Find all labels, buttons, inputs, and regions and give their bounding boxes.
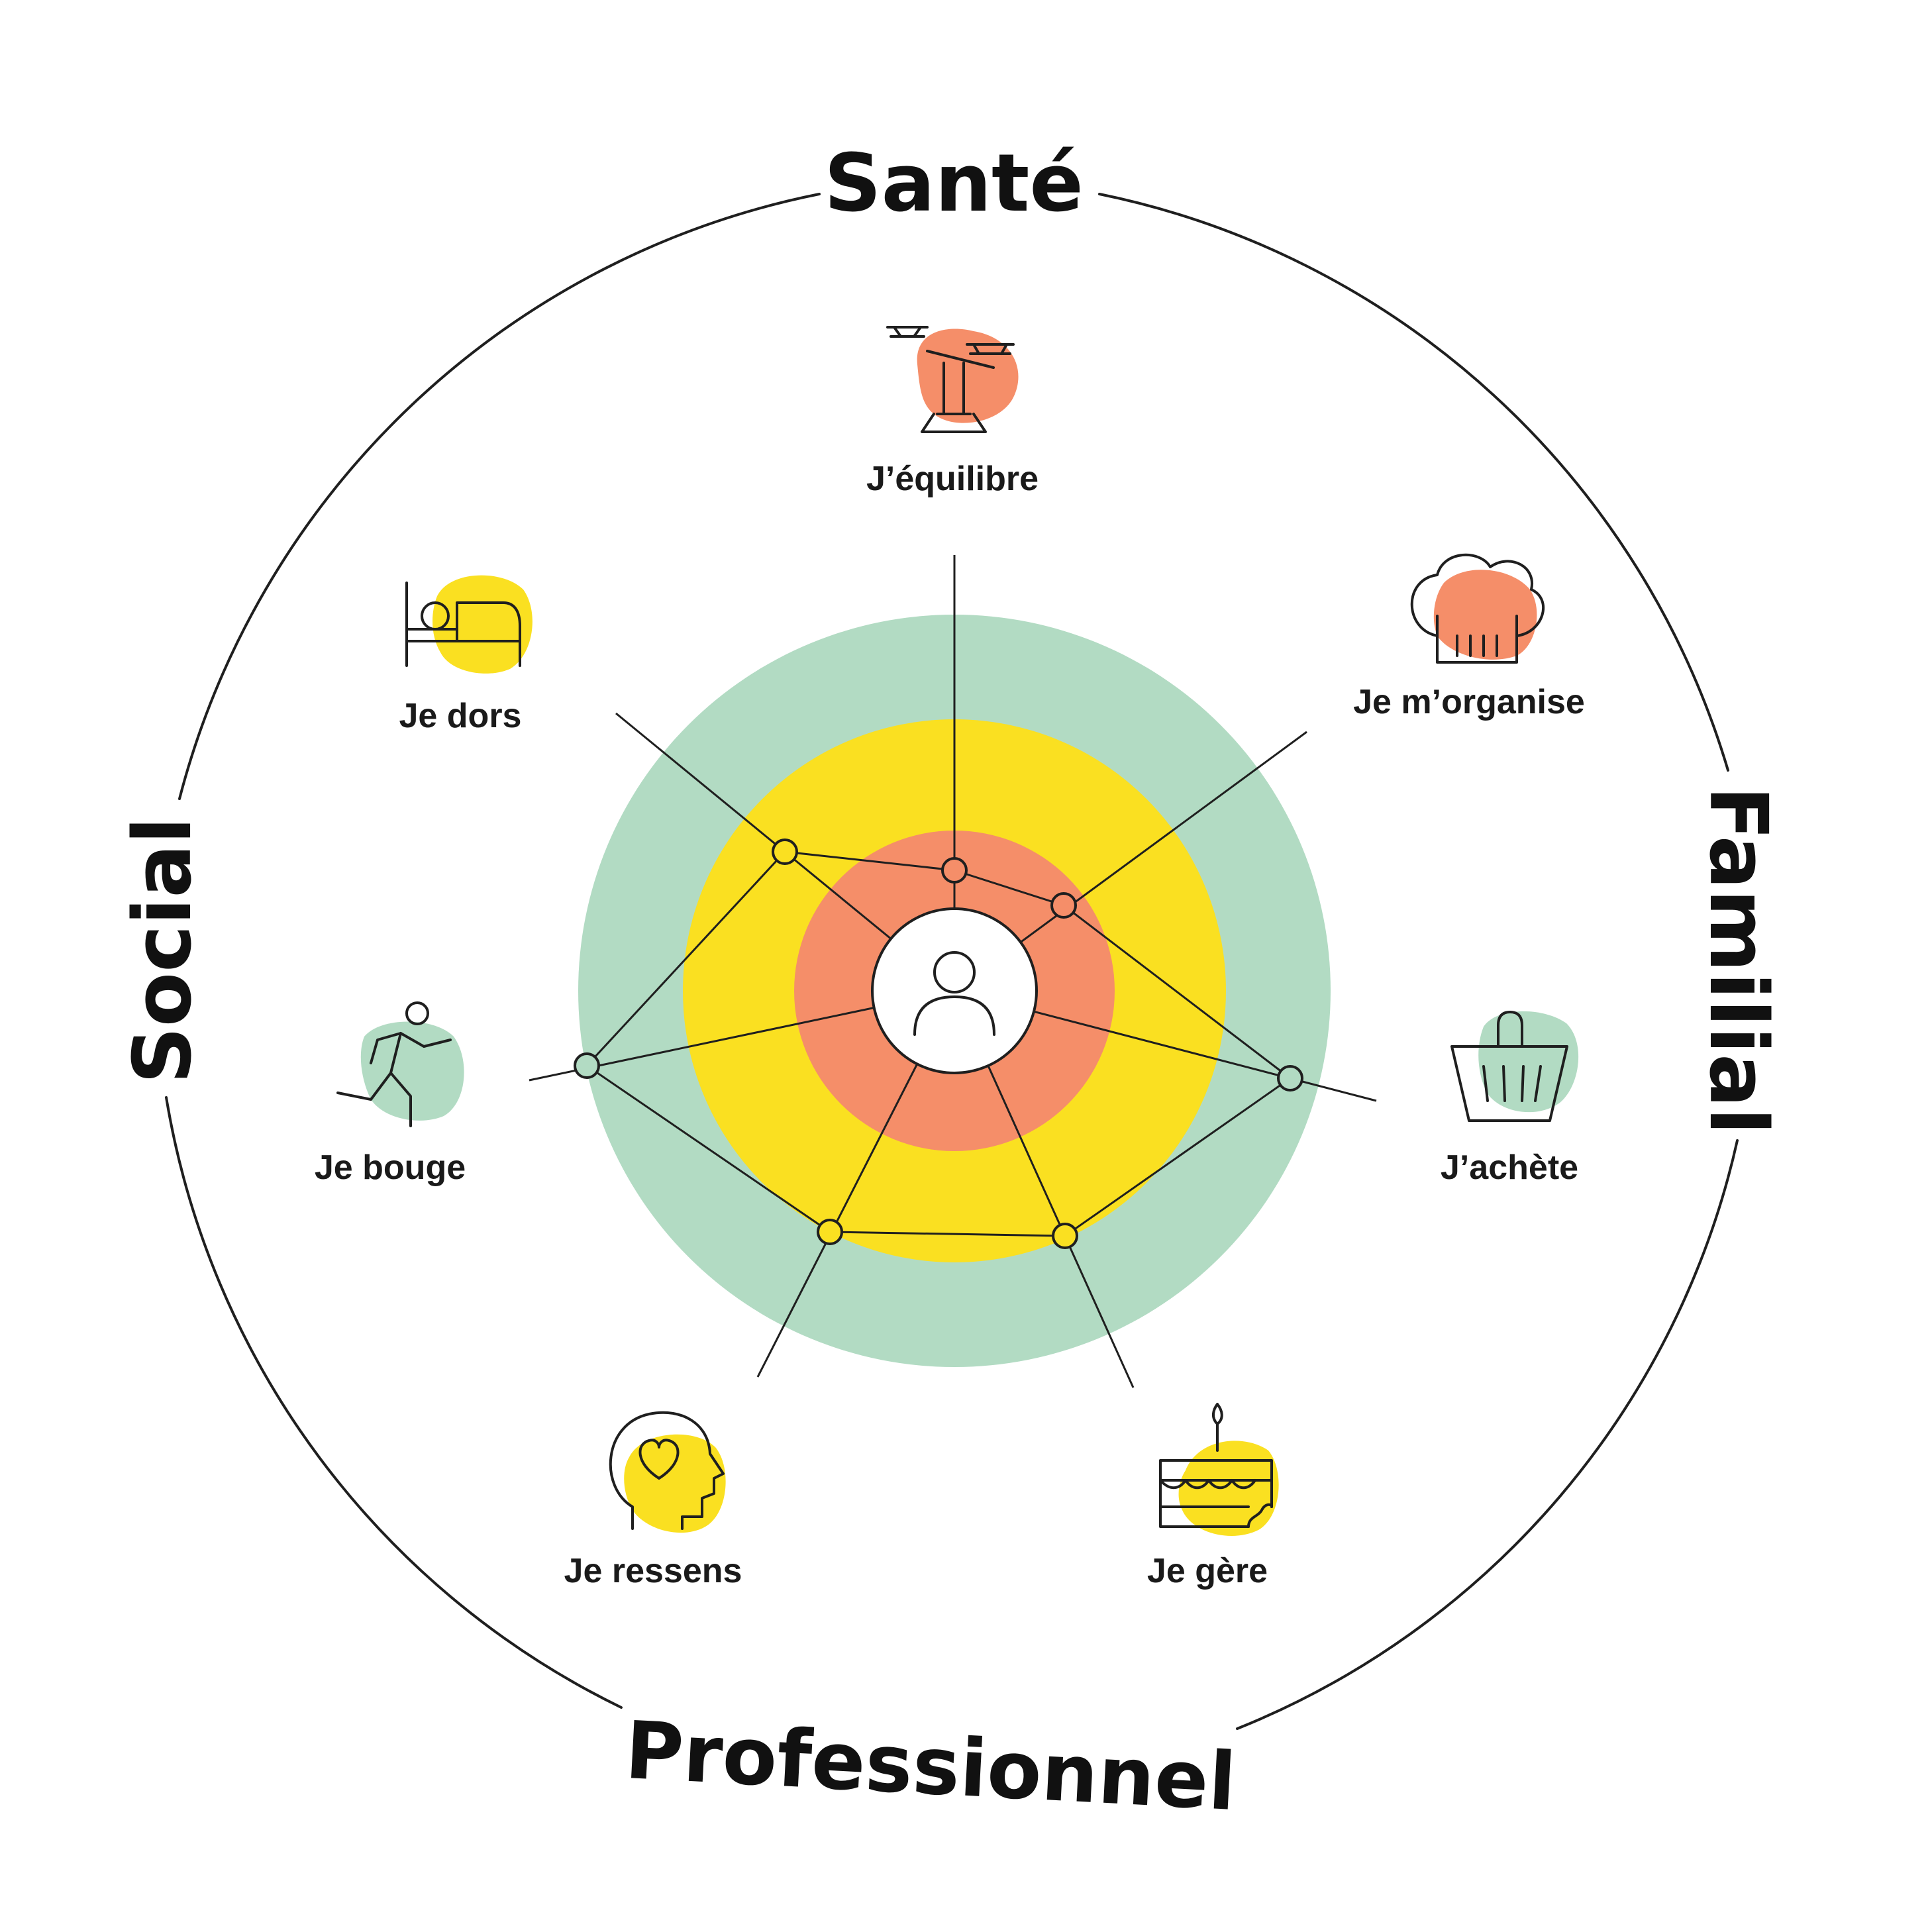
domain-label-social: Social [117, 817, 209, 1084]
item-label: J’équilibre [866, 460, 1039, 498]
center-person [871, 907, 1038, 1074]
item-ressens: Je ressens [564, 1411, 742, 1590]
balance-scale-icon [886, 326, 1015, 433]
icon-blob [624, 1434, 726, 1533]
domain-label-professionnel: Professionnel [623, 1705, 1238, 1829]
item-dors: Je dors [399, 575, 533, 735]
item-organise: Je m’organise [1353, 553, 1585, 721]
person-icon [913, 951, 995, 1036]
icon-blob [360, 1021, 464, 1121]
icon-blob [432, 575, 533, 674]
profile-polygon [585, 850, 1292, 1237]
node-achete [1277, 1065, 1303, 1092]
item-label: Je dors [399, 697, 522, 735]
cake-icon [1159, 1403, 1273, 1528]
node-organise [1050, 892, 1077, 919]
item-label: Je gère [1147, 1552, 1268, 1590]
item-label: Je bouge [315, 1148, 466, 1187]
item-achete: J’achète [1441, 1011, 1579, 1187]
icon-blob [1433, 570, 1537, 660]
chef-hat-icon [1410, 553, 1545, 664]
head-heart-icon [609, 1411, 725, 1530]
item-label: J’achète [1441, 1148, 1578, 1187]
item-label: Je m’organise [1353, 683, 1585, 721]
node-bouge [574, 1052, 600, 1079]
node-gere [1052, 1223, 1078, 1249]
icon-blob [1178, 1441, 1279, 1536]
item-bouge: Je bouge [315, 1001, 466, 1187]
domain-label-sante: Santé [824, 138, 1084, 230]
bed-icon [405, 582, 521, 667]
item-label: Je ressens [564, 1552, 742, 1590]
node-dors [772, 839, 798, 865]
shopping-basket-icon [1450, 1011, 1568, 1122]
running-person-icon [336, 1001, 452, 1127]
item-gere: Je gère [1147, 1403, 1279, 1590]
item-equilibre: J’équilibre [866, 326, 1039, 498]
outer-circle [165, 193, 1739, 1730]
icon-blob [917, 329, 1019, 423]
profile-nodes [574, 839, 1303, 1249]
node-equilibre [941, 857, 968, 884]
node-ressens [817, 1219, 843, 1245]
domain-label-familial: Familial [1692, 786, 1784, 1135]
